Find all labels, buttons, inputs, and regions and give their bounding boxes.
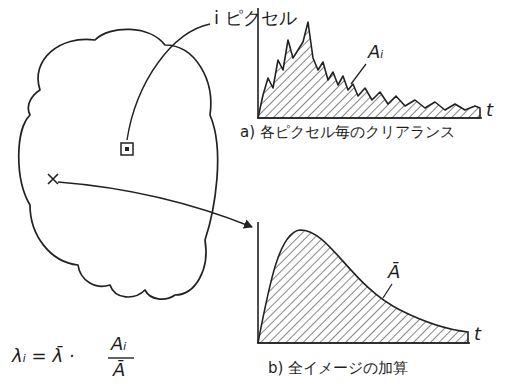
pixel-curve (258, 22, 480, 118)
axis-label: t (474, 324, 481, 345)
fraction-bar (108, 357, 134, 358)
pixel-square (121, 143, 133, 155)
formula-text: λᵢ = λ̄ · (12, 346, 75, 367)
leader-line (383, 284, 392, 298)
sum-curve (258, 230, 468, 343)
leader-line (351, 64, 366, 84)
graph-caption: a) 各ピクセル毎のクリアランス (240, 124, 455, 141)
pointer-arrow (58, 182, 252, 227)
graph-caption: b) 全イメージの加算 (268, 360, 408, 377)
curve-label: Aᵢ (368, 42, 384, 63)
pixel-dot (125, 147, 129, 151)
axis-lines (258, 222, 470, 343)
curve-label: Ā (388, 262, 400, 283)
brain-outline (19, 29, 218, 299)
formula-denominator: Ā (113, 360, 125, 381)
pixel-label: i ピクセル (214, 8, 297, 29)
axis-label: t (486, 100, 493, 121)
formula-numerator: Aᵢ (111, 334, 127, 355)
cross-mark (48, 174, 58, 184)
leader-line (127, 24, 210, 140)
